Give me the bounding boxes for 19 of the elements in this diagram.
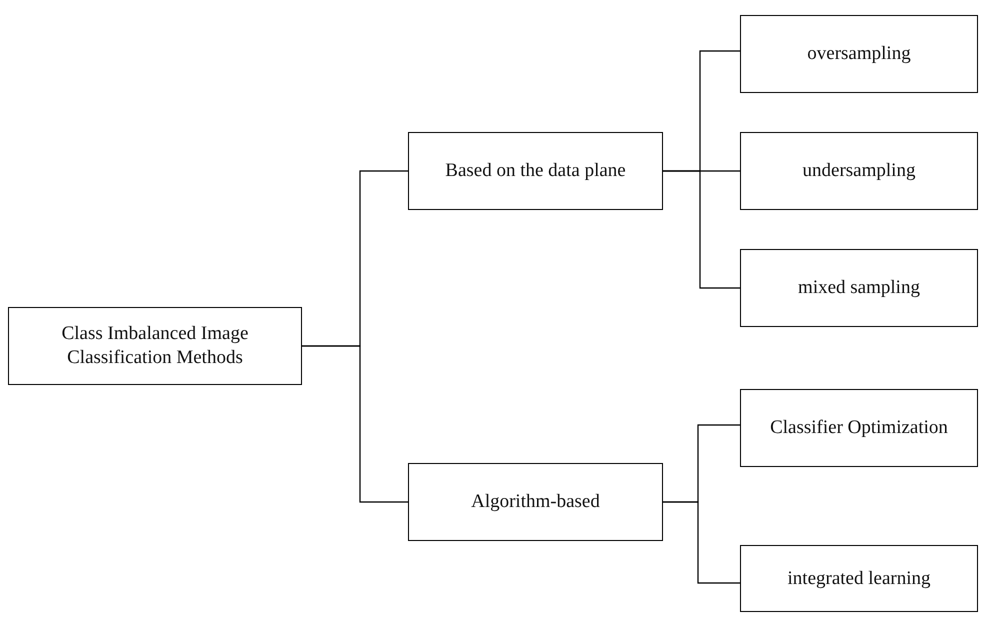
connector-line bbox=[663, 501, 740, 584]
category-box bbox=[408, 132, 663, 210]
box-label: oversampling bbox=[807, 42, 911, 66]
category-box bbox=[740, 249, 978, 327]
category-box bbox=[740, 132, 978, 210]
box-label: Class Imbalanced Image Classification Methods bbox=[60, 322, 250, 370]
category-box bbox=[740, 545, 978, 612]
box-label: mixed sampling bbox=[798, 276, 920, 300]
box-label: integrated learning bbox=[788, 566, 930, 590]
category-box bbox=[740, 389, 978, 467]
box-label: Based on the data plane bbox=[445, 159, 626, 183]
category-box bbox=[740, 15, 978, 93]
connector-line bbox=[663, 170, 740, 289]
category-box bbox=[8, 307, 302, 385]
connector-line bbox=[302, 345, 408, 503]
box-label: undersampling bbox=[802, 159, 916, 183]
box-label: Classifier Optimization bbox=[770, 416, 948, 440]
box-label: Algorithm-based bbox=[471, 490, 600, 514]
category-box bbox=[408, 463, 663, 541]
